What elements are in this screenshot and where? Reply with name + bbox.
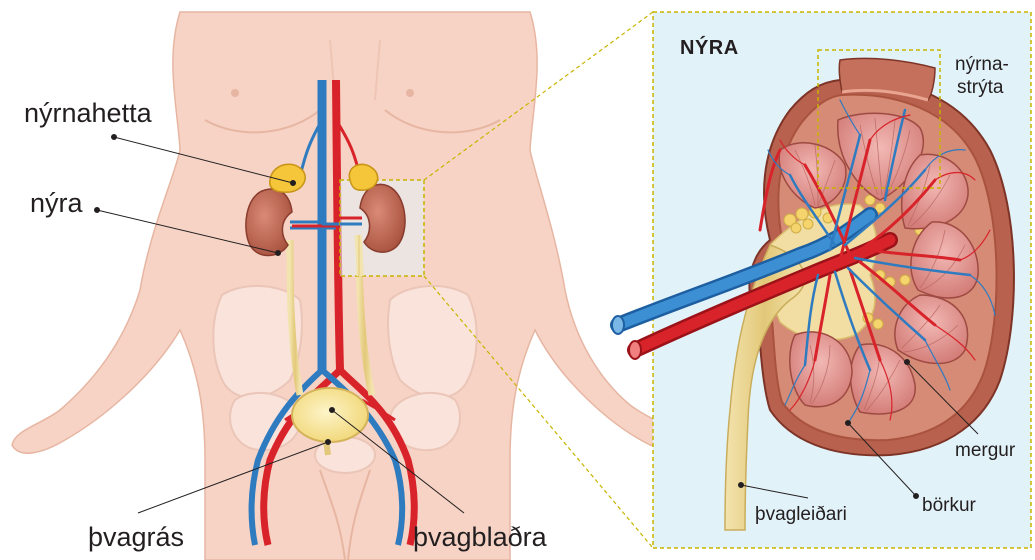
label-ureter: þvagleiðari xyxy=(755,505,847,524)
label-bladder: þvagblaðra xyxy=(413,524,547,551)
label-pyramid-line2: strýta xyxy=(957,78,1003,97)
label-medulla: mergur xyxy=(955,441,1015,460)
inset-title: NÝRA xyxy=(680,38,739,58)
torso-illustration xyxy=(12,12,688,560)
bladder xyxy=(292,388,368,442)
label-urethra: þvagrás xyxy=(88,524,184,551)
torso-silhouette xyxy=(12,12,688,560)
label-kidney: nýra xyxy=(30,190,83,217)
label-adrenal: nýrnahetta xyxy=(24,100,152,127)
label-pyramid-line1: nýrna- xyxy=(955,55,1009,74)
label-cortex: börkur xyxy=(922,496,976,515)
